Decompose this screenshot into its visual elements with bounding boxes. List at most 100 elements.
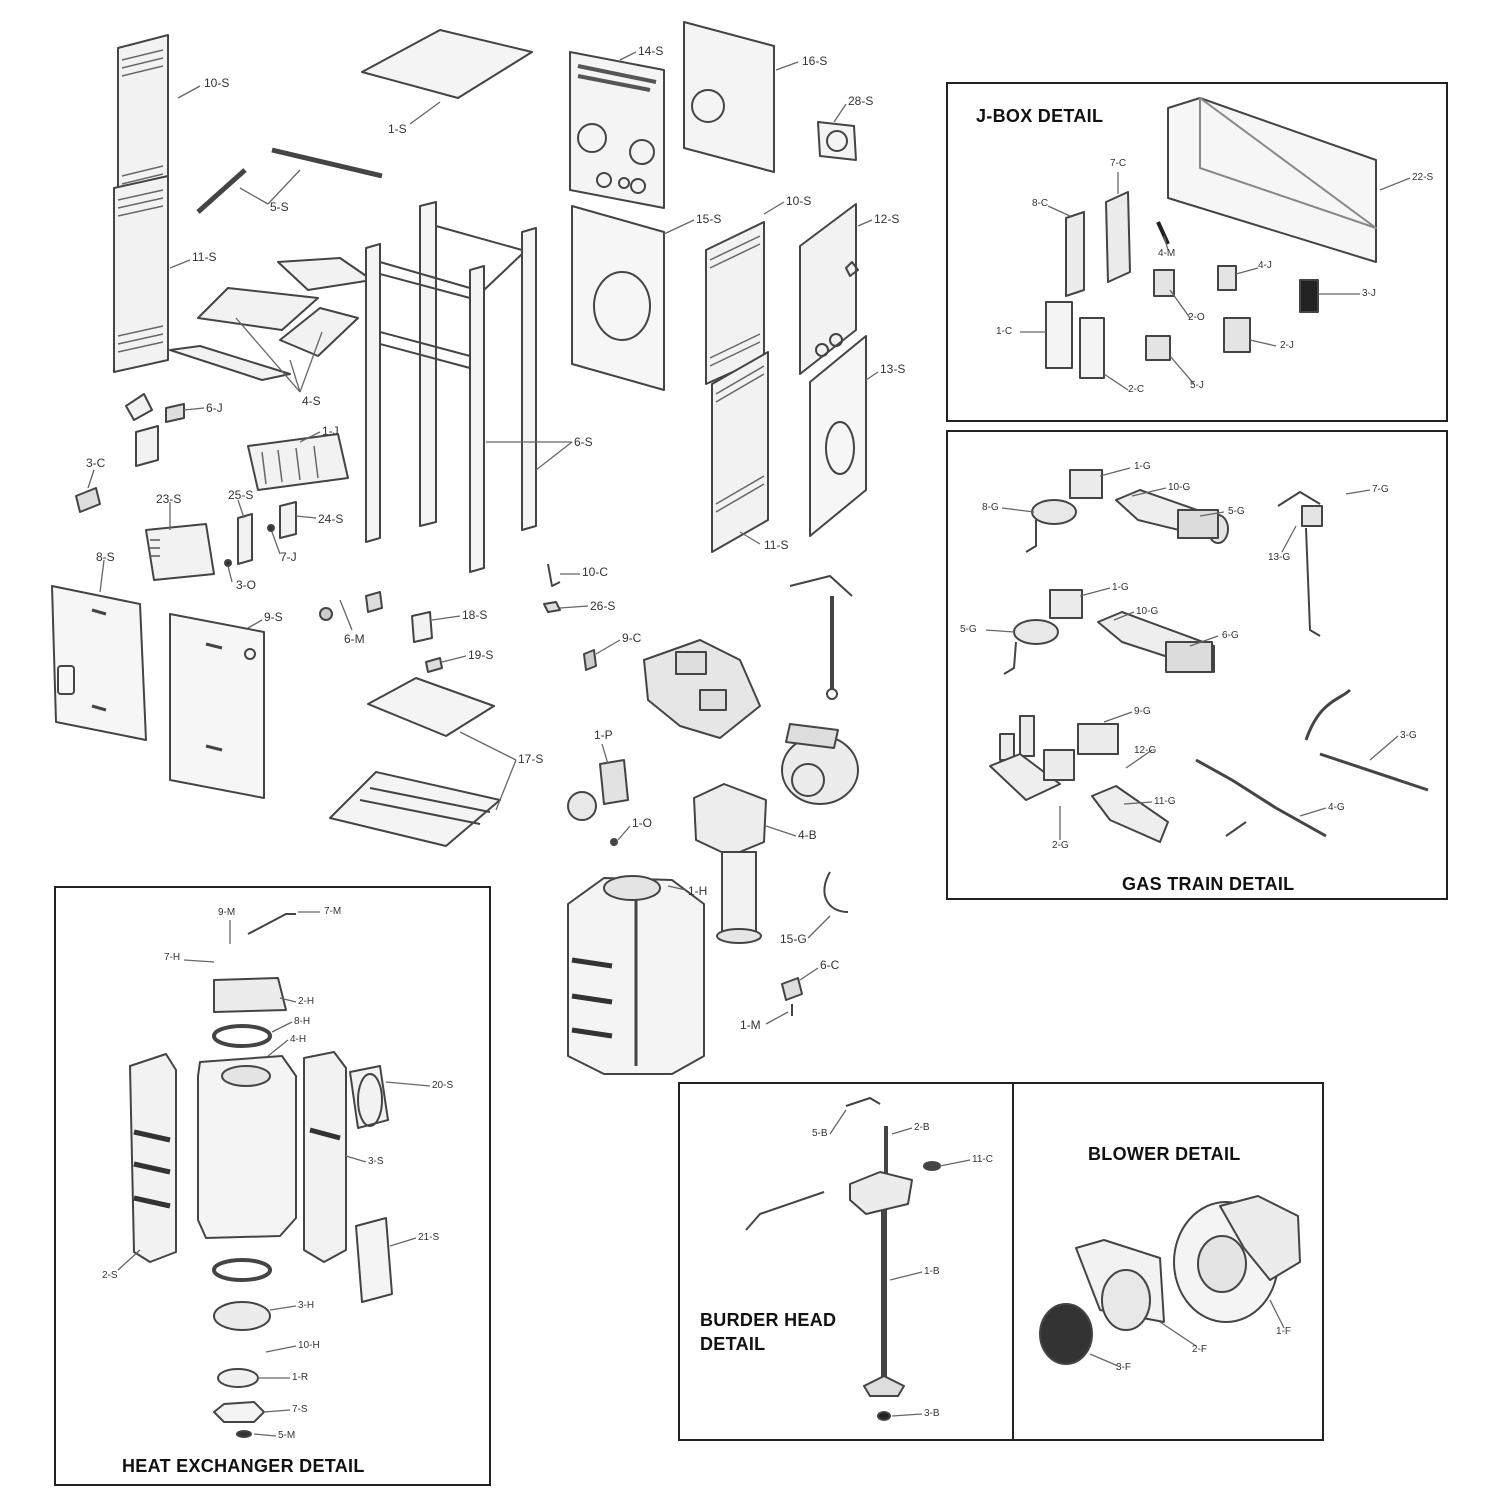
callout-14-s: 14-S [638, 44, 664, 58]
jbox-detail-box: J-BOX DETAIL [946, 82, 1448, 422]
callout-gas-5-g-a: 5-G [1228, 506, 1245, 517]
sensor-6-c [781, 977, 803, 1001]
callout-bh-5-b: 5-B [812, 1128, 828, 1139]
callout-6-s: 6-S [574, 435, 593, 449]
gas-train-detail-title: GAS TRAIN DETAIL [1122, 874, 1295, 894]
callout-4-s: 4-S [302, 394, 321, 408]
callout-gas-1-g-b: 1-G [1112, 582, 1129, 593]
blower-detail-box: BLOWER DETAIL [1012, 1082, 1324, 1441]
gas-train-detail-box: GAS TRAIN DETAIL [946, 430, 1448, 900]
door-8-s [51, 585, 147, 741]
part-3-o [224, 559, 232, 567]
callout-jbox-2-j: 2-J [1280, 340, 1294, 351]
trays-17-s [329, 677, 501, 847]
part-3-c [75, 487, 101, 513]
brackets-6-j [125, 393, 185, 467]
callout-1-h: 1-H [688, 884, 708, 898]
callout-12-s: 12-S [874, 212, 900, 226]
callout-bl-1-f: 1-F [1276, 1326, 1291, 1337]
callout-gas-3-g: 3-G [1400, 730, 1417, 741]
callout-gas-10-g-a: 10-G [1168, 482, 1191, 493]
callout-hx-8-h: 8-H [294, 1016, 311, 1027]
callout-gas-13-g: 13-G [1268, 552, 1291, 563]
callout-1-o: 1-O [632, 816, 653, 830]
chip-19-s [425, 657, 443, 673]
callout-gas-5-g-b: 5-G [960, 624, 977, 635]
gas-valve-assembly [643, 639, 761, 739]
callout-gas-7-g: 7-G [1372, 484, 1389, 495]
callout-gas-11-g: 11-G [1154, 796, 1176, 807]
box-18-s [411, 611, 433, 643]
callout-6-j: 6-J [206, 401, 223, 415]
panel-16-s [683, 21, 775, 173]
callout-hx-3-s: 3-S [368, 1156, 384, 1167]
blower-detail-art [1039, 1195, 1301, 1365]
callout-hx-1-r: 1-R [292, 1372, 309, 1383]
bracket-25-s [237, 513, 253, 565]
burner-head-detail-art [745, 1097, 941, 1421]
callout-hx-9-m: 9-M [218, 907, 236, 918]
heat-exchanger-1-h [567, 875, 705, 1075]
heat-exchanger-detail-title: HEAT EXCHANGER DETAIL [122, 1456, 365, 1476]
callout-hx-7-h: 7-H [164, 952, 181, 963]
switch-9-c [583, 649, 597, 671]
callout-jbox-5-j: 5-J [1190, 380, 1204, 391]
callout-3-o: 3-O [236, 578, 257, 592]
rail-5-s-b [196, 168, 247, 214]
callout-bh-11-c: 11-C [972, 1154, 993, 1165]
callout-gas-6-g: 6-G [1222, 630, 1239, 641]
door-9-s [169, 613, 265, 799]
callout-9-c: 9-C [622, 631, 642, 645]
callout-hx-5-m: 5-M [278, 1430, 296, 1441]
callout-hx-2-s: 2-S [102, 1270, 118, 1281]
callout-6-m: 6-M [344, 632, 365, 646]
callout-hx-7-m: 7-M [324, 906, 342, 917]
callout-jbox-4-j: 4-J [1258, 260, 1272, 271]
rail-5-s-a [271, 147, 383, 179]
frame-6-s [365, 201, 537, 573]
part-7-j [267, 524, 275, 532]
callout-17-s: 17-S [518, 752, 544, 766]
callout-13-s: 13-S [880, 362, 906, 376]
callout-jbox-2-c: 2-C [1128, 384, 1145, 395]
callout-jbox-7-c: 7-C [1110, 158, 1127, 169]
base-plates-4-s [169, 257, 373, 381]
callout-gas-9-g: 9-G [1134, 706, 1151, 717]
top-panel-1-s [361, 29, 533, 99]
callout-hx-21-s: 21-S [418, 1232, 440, 1243]
panel-10-s-right [705, 221, 765, 385]
callout-gas-4-g: 4-G [1328, 802, 1345, 813]
callout-28-s: 28-S [848, 94, 874, 108]
callout-15-s: 15-S [696, 212, 722, 226]
panel-13-s [809, 335, 867, 537]
callout-10-c: 10-C [582, 565, 609, 579]
jbox-detail-title: J-BOX DETAIL [976, 106, 1104, 126]
igniter-rod-assembly [789, 575, 853, 700]
callout-10-s-right: 10-S [786, 194, 812, 208]
part-1-o [610, 838, 618, 846]
panel-10-s-left [117, 34, 169, 201]
callout-16-s: 16-S [802, 54, 828, 68]
callout-18-s: 18-S [462, 608, 488, 622]
grommet-6-m [319, 607, 333, 621]
callout-hx-3-h: 3-H [298, 1300, 315, 1311]
callout-11-s: 11-S [192, 250, 217, 264]
callout-24-s: 24-S [318, 512, 344, 526]
callout-jbox-3-j: 3-J [1362, 288, 1376, 299]
heat-exchanger-detail-box: HEAT EXCHANGER DETAIL [54, 886, 491, 1486]
callout-jbox-4-m: 4-M [1158, 248, 1176, 259]
plate-28-s [817, 121, 857, 161]
callout-bh-3-b: 3-B [924, 1408, 940, 1419]
panel-11-s-right [711, 351, 769, 553]
callout-6-c: 6-C [820, 958, 840, 972]
callout-gas-12-g: 12-G [1134, 745, 1157, 756]
callout-4-b: 4-B [798, 828, 817, 842]
hose-15-g [823, 871, 849, 913]
callout-8-s: 8-S [96, 550, 115, 564]
sensor-10-c [547, 563, 561, 587]
panel-14-s [569, 51, 665, 209]
heat-exchanger-detail-art [129, 913, 393, 1438]
callout-1-p: 1-P [594, 728, 613, 742]
callout-hx-4-h: 4-H [290, 1034, 307, 1045]
